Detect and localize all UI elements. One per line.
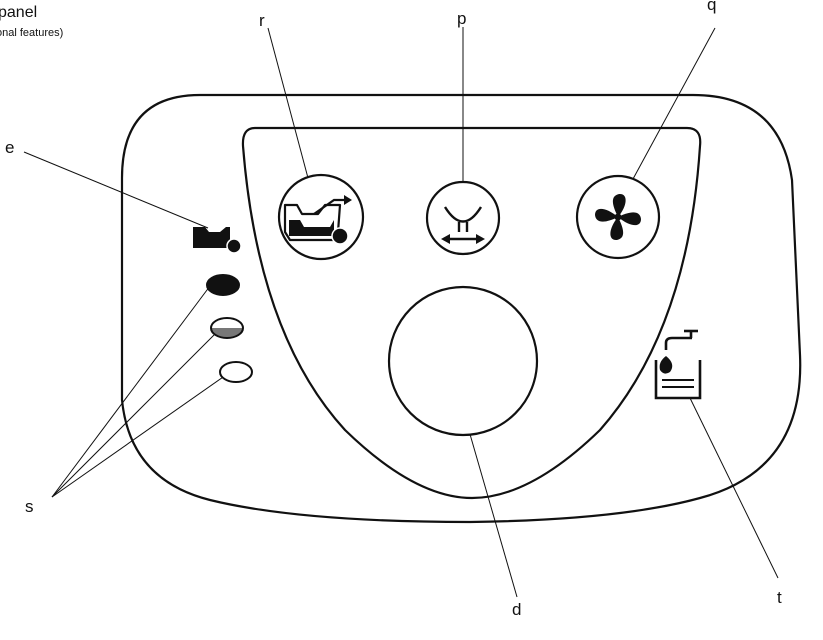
- callout-d: d: [512, 600, 521, 619]
- status-lamp-on: [206, 274, 240, 296]
- leader-line-s-2: [51, 330, 219, 498]
- boiler-flame-indicator-icon: [193, 227, 242, 254]
- reset-button[interactable]: [277, 173, 365, 261]
- callout-r: r: [259, 11, 265, 30]
- leader-line-q: [626, 27, 716, 191]
- callout-p: p: [457, 9, 466, 28]
- panel-outer-frame: [120, 93, 802, 524]
- leader-line-t: [689, 397, 779, 579]
- leader-line-s-1: [51, 285, 211, 498]
- status-lamp-partial: [210, 317, 244, 339]
- callout-s: s: [25, 497, 34, 516]
- mode-button[interactable]: [425, 180, 501, 256]
- leader-line-r: [267, 27, 313, 194]
- status-lamp-off: [219, 361, 253, 383]
- leader-line-s-3: [51, 374, 227, 498]
- callout-t: t: [777, 588, 782, 607]
- boiler-reset-icon: [283, 195, 352, 245]
- diagram-title: panel: [0, 4, 38, 21]
- leader-line-e: [23, 151, 209, 229]
- central-dial[interactable]: [387, 285, 539, 437]
- panel-inner-fascia: [241, 126, 702, 500]
- fan-icon: [595, 193, 641, 241]
- diagram-subtitle: onal features): [0, 27, 64, 39]
- fan-button[interactable]: [575, 174, 661, 260]
- callout-e: e: [5, 138, 14, 157]
- callout-q: q: [707, 0, 716, 14]
- hot-water-tap-icon: [654, 329, 702, 400]
- leader-line-d: [462, 409, 518, 598]
- heating-mode-icon: [443, 206, 483, 241]
